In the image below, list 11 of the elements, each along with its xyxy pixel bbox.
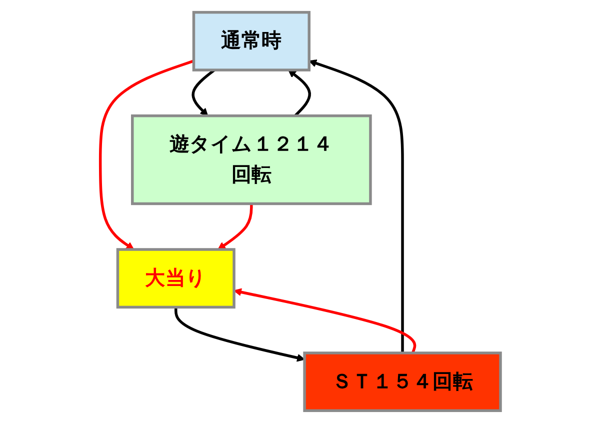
arrow: [174, 307, 304, 362]
arrow: [98, 60, 194, 250]
node-box: ＳＴ１５４回転: [302, 352, 502, 412]
arrow: [217, 204, 252, 250]
node-box: 大当り: [116, 248, 235, 309]
arrow: [288, 70, 311, 117]
node-box: 通常時: [192, 10, 310, 72]
node-box: 遊タイム１２１４回転: [130, 114, 372, 206]
arrow: [308, 59, 404, 353]
arrow: [233, 288, 416, 354]
arrow: [191, 68, 215, 116]
